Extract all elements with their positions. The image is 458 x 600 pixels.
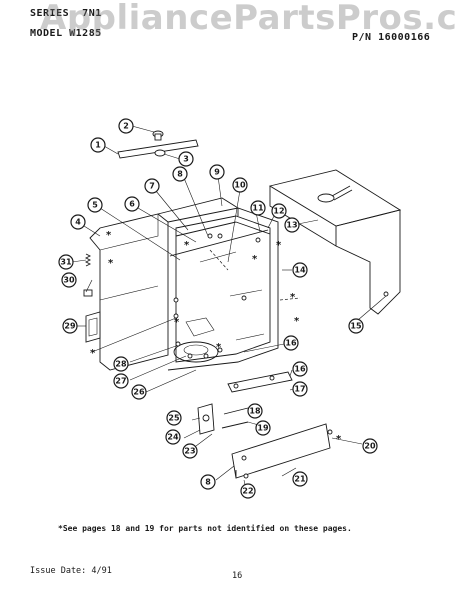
svg-text:10: 10 (234, 181, 246, 190)
svg-text:21: 21 (294, 475, 306, 484)
svg-text:28: 28 (115, 360, 127, 369)
callout-27: 27 (113, 373, 129, 389)
asterisk-markers: * * * * * * * * * * * (90, 230, 342, 445)
tub-assembly (89, 197, 279, 371)
spray-arm (117, 130, 199, 159)
callout-15: 15 (348, 318, 364, 334)
asterisk: * (216, 342, 222, 353)
callout-4: 4 (70, 214, 86, 230)
callout-9: 9 (209, 164, 225, 180)
svg-text:19: 19 (257, 424, 269, 433)
callout-13: 13 (284, 217, 300, 233)
series-label: SERIES 7N1 (30, 8, 102, 19)
footnote: *See pages 18 and 19 for parts not ident… (58, 524, 352, 533)
svg-text:8: 8 (205, 478, 211, 487)
callout-19: 19 (255, 420, 271, 436)
callout-10: 10 (232, 177, 248, 193)
page-number: 16 (232, 571, 243, 581)
callout-1: 1 (90, 137, 106, 153)
svg-text:15: 15 (350, 322, 362, 331)
callout-20: 20 (362, 438, 378, 454)
issue-date: Issue Date: 4/91 (30, 566, 112, 576)
callout-12: 12 (271, 203, 287, 219)
callout-16b: 16 (292, 361, 308, 377)
svg-text:4: 4 (75, 218, 81, 227)
callout-14: 14 (292, 262, 308, 278)
svg-text:25: 25 (168, 414, 180, 423)
svg-text:16: 16 (294, 365, 306, 374)
series-value: 7N1 (82, 8, 102, 19)
watermark: AppliancePartsPros.com (40, 0, 458, 38)
callout-7: 7 (144, 178, 160, 194)
callout-25: 25 (166, 410, 182, 426)
svg-text:13: 13 (286, 221, 297, 230)
kick-panel (231, 423, 333, 479)
callout-8b: 8 (200, 474, 216, 490)
part-number: P/N 16000166 (352, 32, 431, 43)
model-label: MODEL W1285 (30, 28, 102, 39)
svg-text:11: 11 (252, 204, 264, 213)
hidden-line (279, 297, 301, 301)
svg-text:7: 7 (149, 182, 155, 191)
asterisk: * (108, 258, 114, 269)
hinge-parts (197, 371, 305, 435)
top-plate (268, 169, 402, 315)
callout-29: 29 (62, 318, 78, 334)
door-gasket (169, 229, 269, 257)
svg-text:30: 30 (63, 276, 75, 285)
left-side-parts (83, 253, 101, 343)
callout-30: 30 (61, 272, 77, 288)
asterisk: * (90, 348, 96, 359)
svg-text:20: 20 (364, 442, 376, 451)
svg-text:5: 5 (92, 201, 98, 210)
callout-24: 24 (165, 429, 181, 445)
callout-21: 21 (292, 471, 308, 487)
asterisk: * (336, 434, 342, 445)
svg-text:8: 8 (177, 170, 183, 179)
svg-text:14: 14 (294, 266, 306, 275)
asterisk: * (294, 316, 300, 327)
svg-text:27: 27 (115, 377, 126, 386)
svg-text:12: 12 (273, 207, 284, 216)
callout-22: 22 (240, 483, 256, 499)
svg-text:29: 29 (64, 322, 76, 331)
callout-26: 26 (131, 384, 147, 400)
svg-text:31: 31 (60, 258, 72, 267)
svg-text:18: 18 (249, 407, 261, 416)
svg-text:24: 24 (167, 433, 179, 442)
asterisk: * (290, 292, 296, 303)
callout-16: 16 (283, 335, 299, 351)
callout-5: 5 (87, 197, 103, 213)
callout-18: 18 (247, 403, 263, 419)
callout-17: 17 (292, 381, 308, 397)
callout-6: 6 (124, 196, 140, 212)
callout-8: 8 (172, 166, 188, 182)
svg-text:6: 6 (129, 200, 135, 209)
svg-text:22: 22 (242, 487, 253, 496)
svg-text:16: 16 (285, 339, 297, 348)
model-value: W1285 (69, 28, 102, 39)
callout-28: 28 (113, 356, 129, 372)
callout-31: 31 (58, 254, 74, 270)
callout-11: 11 (250, 200, 266, 216)
asterisk: * (184, 240, 190, 251)
svg-text:17: 17 (294, 385, 305, 394)
asterisk: * (106, 230, 112, 241)
callout-3: 3 (178, 151, 194, 167)
hidden-line (209, 249, 229, 271)
svg-text:1: 1 (95, 141, 101, 150)
callout-23: 23 (182, 443, 198, 459)
callout-2: 2 (118, 118, 134, 134)
svg-text:2: 2 (123, 122, 129, 131)
asterisk: * (174, 317, 180, 328)
callout-markers: 1 2 3 4 5 6 7 8 9 10 11 12 13 14 15 16 1… (58, 118, 378, 499)
svg-text:9: 9 (214, 168, 220, 177)
svg-text:23: 23 (184, 447, 195, 456)
svg-text:26: 26 (133, 388, 145, 397)
leader-lines (71, 125, 387, 491)
asterisk: * (252, 254, 258, 265)
asterisk: * (276, 240, 282, 251)
svg-text:3: 3 (183, 155, 189, 164)
